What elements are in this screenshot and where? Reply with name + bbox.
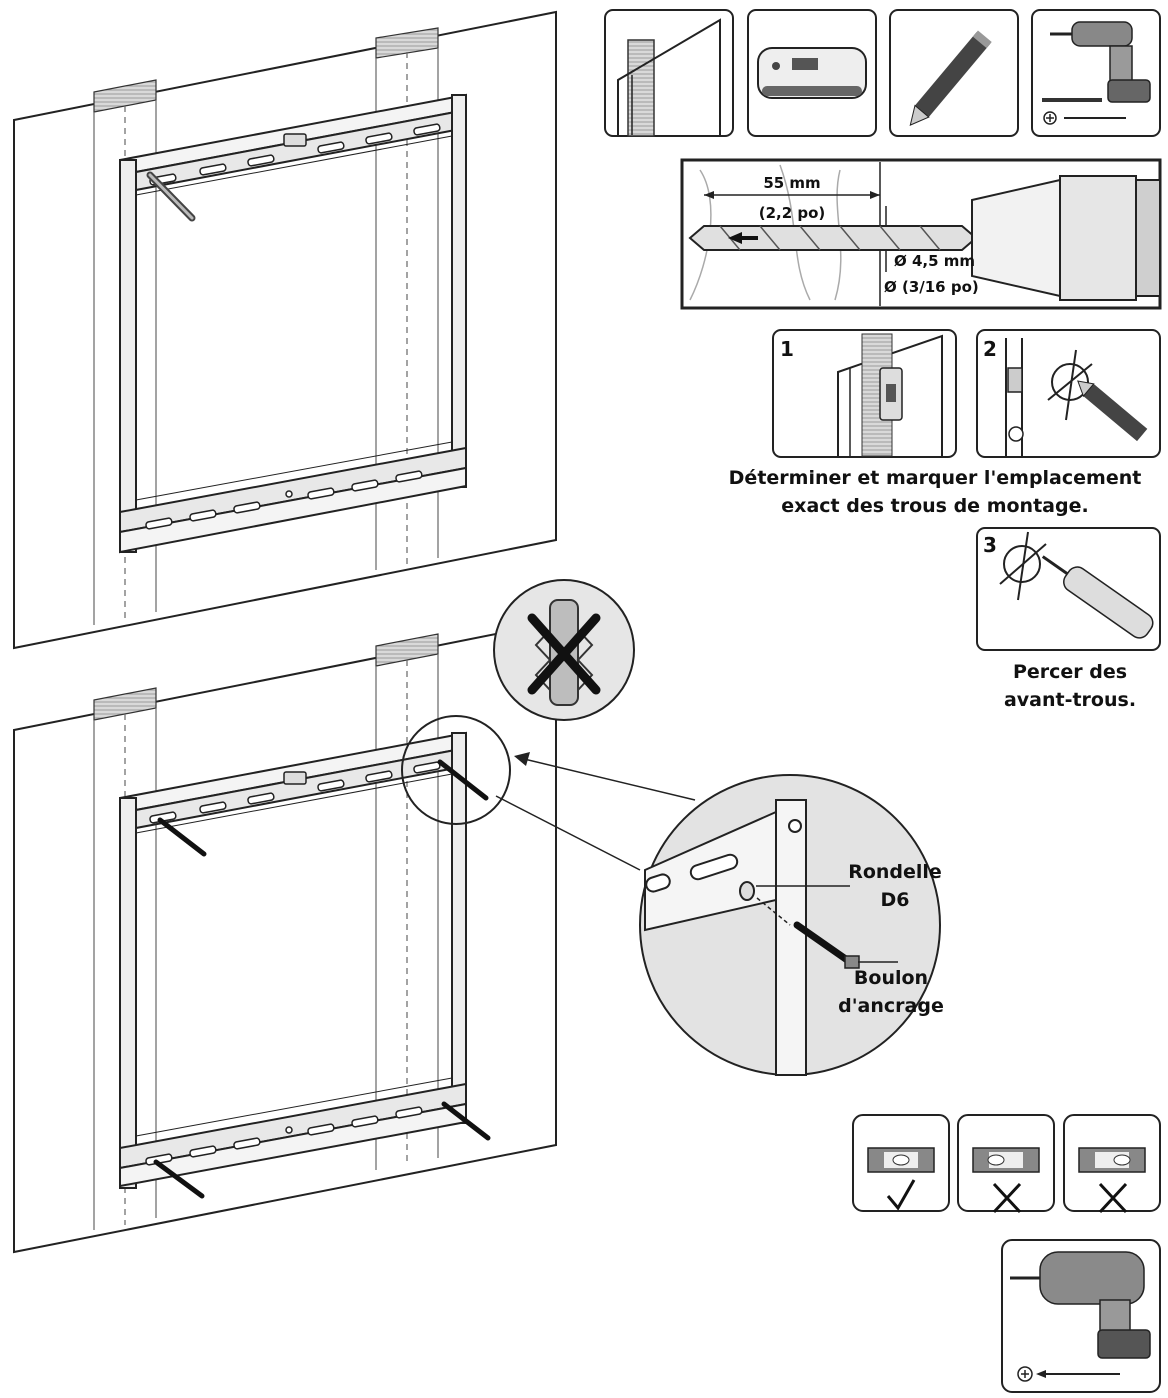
- check-icon: [886, 1179, 916, 1211]
- drill-caption: Percer des avant-trous.: [978, 658, 1162, 714]
- mark-caption-line1: Déterminer et marquer l'emplacement: [728, 467, 1142, 489]
- level-check-ok-panel: [852, 1114, 950, 1212]
- washer-icon: [739, 881, 755, 901]
- washer-label: Rondelle D6: [836, 858, 954, 914]
- tool-pencil-panel: [889, 9, 1019, 137]
- step-1-panel: 1: [772, 329, 957, 458]
- mark-target-icon: [1051, 363, 1089, 401]
- bolt-label-line1: Boulon: [853, 967, 929, 989]
- drill-target-icon: [1003, 545, 1041, 583]
- detail-callout-circle: [401, 715, 511, 825]
- bolt-label-line2: d'ancrage: [838, 995, 944, 1017]
- no-plastic-anchor-icon: [493, 579, 635, 721]
- step-1-number: 1: [780, 337, 794, 361]
- drill-bit-icon: [688, 225, 978, 251]
- mark-caption-line2: exact des trous de montage.: [781, 495, 1089, 517]
- drill-diameter-in: Ø (3/16 po): [884, 278, 979, 296]
- lower-top-slots: [149, 761, 441, 824]
- step-3-panel: 3: [976, 527, 1161, 651]
- washer-label-line1: Rondelle: [848, 861, 942, 883]
- phillips-icon: [1043, 111, 1057, 125]
- drill-depth-in: (2,2 po): [759, 204, 826, 222]
- step-2-number: 2: [983, 337, 997, 361]
- cross-icon: [992, 1182, 1022, 1214]
- drill-caption-line1: Percer des: [1012, 661, 1128, 683]
- step-3-number: 3: [983, 533, 997, 557]
- step-2-panel: 2: [976, 329, 1161, 458]
- washer-label-line2: D6: [880, 889, 910, 911]
- drill-icon: [1010, 1251, 1151, 1359]
- drill-caption-line2: avant-trous.: [1003, 689, 1137, 711]
- pencil-icon: [909, 30, 992, 126]
- bolt-label: Boulon d'ancrage: [832, 964, 950, 1020]
- drill-icon: [1041, 555, 1154, 639]
- drill-depth-detail: 55 mm (2,2 po) Ø 4,5 mm Ø (3/16 po): [680, 158, 1162, 310]
- pencil-icon: [1077, 380, 1148, 442]
- zoom-detail-circle: [639, 774, 941, 1076]
- level-check-bad-panel-2: [1063, 1114, 1161, 1214]
- mark-caption: Déterminer et marquer l'emplacement exac…: [700, 464, 1168, 520]
- tool-stud-finder-panel: [747, 9, 877, 137]
- tool-stud-panel: [604, 9, 734, 137]
- stud-finder-icon: [757, 47, 867, 99]
- lag-bolt-icon: [153, 759, 491, 1199]
- bottom-rail-slots: [145, 470, 423, 530]
- bottom-wall-illustration: [13, 620, 696, 1254]
- anchor-bolt-icon: [793, 921, 854, 966]
- phillips-icon: [1017, 1366, 1033, 1382]
- drill-diameter-mm: Ø 4,5 mm: [894, 252, 975, 270]
- tool-drill-panel: [1031, 9, 1161, 137]
- pencil-mark-icon: [146, 171, 196, 222]
- callout-arrow: [519, 757, 696, 801]
- level-check-bad-panel-1: [957, 1114, 1055, 1214]
- drill-depth-mm: 55 mm: [763, 174, 820, 192]
- cross-icon: [1098, 1182, 1128, 1214]
- drill-icon: [1050, 21, 1151, 103]
- final-drill-panel: [1001, 1239, 1161, 1393]
- lower-bottom-slots: [145, 1106, 423, 1166]
- top-wall-illustration: [13, 10, 557, 650]
